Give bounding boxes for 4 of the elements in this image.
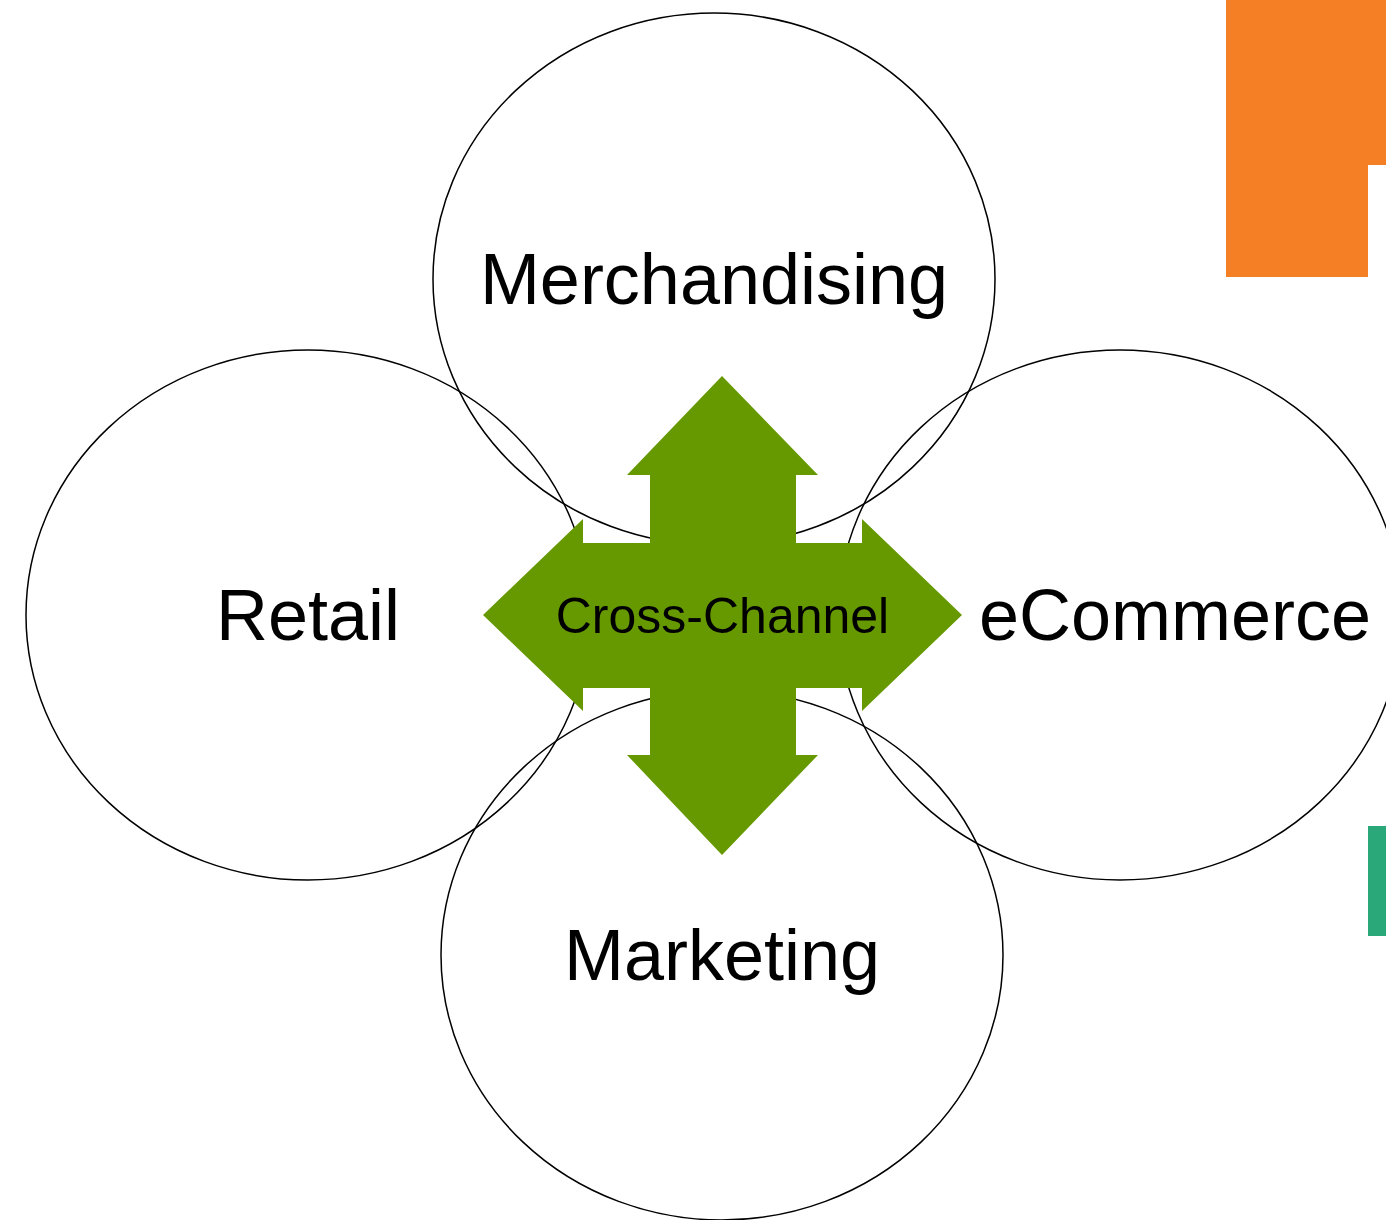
node-label: Retail xyxy=(215,579,401,651)
node-label: Cross-Channel xyxy=(555,590,890,641)
cross-arrow-shape xyxy=(483,376,962,855)
node-label: eCommerce xyxy=(978,579,1372,651)
